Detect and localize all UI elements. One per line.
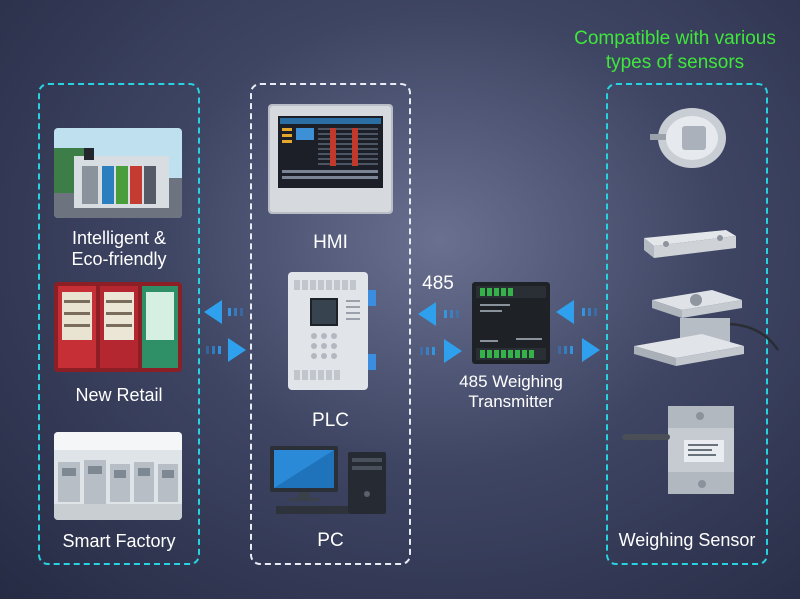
eco-friendly-line-1: Intelligent & [71, 228, 167, 248]
controllers-group [250, 83, 411, 565]
rs485-label: 485 [422, 273, 454, 294]
applications-group [38, 83, 200, 565]
smart-factory-label: Smart Factory [62, 531, 176, 551]
new-retail-label: New Retail [75, 385, 163, 405]
transmitter-label: 485 Weighing Transmitter [438, 372, 584, 412]
plc-device [286, 270, 378, 392]
weighing-sensor-label: Weighing Sensor [618, 530, 756, 550]
transmitter-line-1: 485 Weighing [459, 372, 563, 391]
sensor-compatibility-headline: Compatible with various types of sensors [560, 27, 790, 75]
arrow-to-transmitter-from-sensors [556, 298, 598, 326]
weighing-transmitter-device [472, 282, 550, 364]
spoke-load-cell-image [646, 104, 732, 172]
weighing-module-image [632, 286, 782, 370]
eco-friendly-photo [54, 128, 182, 218]
beam-load-cell-image [640, 222, 740, 264]
headline-line-2: types of sensors [605, 52, 745, 73]
arrow-to-controllers [204, 336, 246, 364]
hmi-device [268, 104, 393, 214]
arrow-to-applications [204, 298, 244, 326]
smart-factory-photo [54, 432, 182, 520]
headline-line-1: Compatible with various [574, 28, 776, 49]
new-retail-photo [54, 282, 182, 372]
hmi-label: HMI [313, 232, 348, 253]
arrow-to-transmitter [418, 337, 462, 365]
plc-label: PLC [312, 410, 349, 431]
arrow-to-sensors [556, 336, 600, 364]
pc-label: PC [317, 530, 344, 551]
eco-friendly-line-2: Eco-friendly [71, 249, 167, 269]
sensors-group [606, 83, 768, 565]
eco-friendly-label: Intelligent & Eco-friendly [40, 228, 198, 270]
s-type-load-cell-image [620, 404, 742, 496]
pc-device [268, 444, 390, 518]
transmitter-line-2: Transmitter [468, 392, 554, 411]
arrow-to-controllers-485 [418, 300, 460, 328]
